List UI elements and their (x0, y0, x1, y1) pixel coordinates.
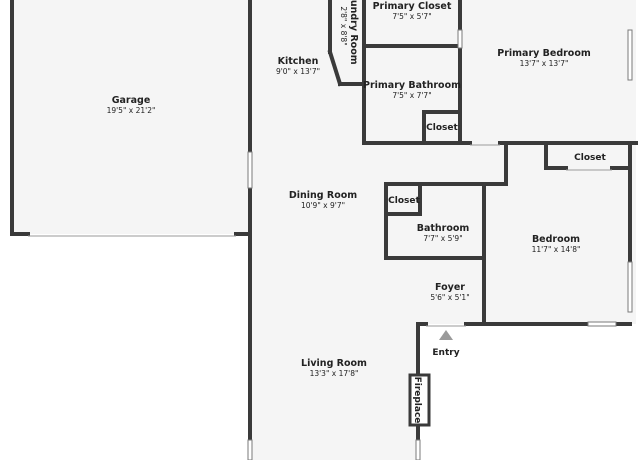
living-left-window (247, 439, 253, 460)
bathroom-dims: 7'7" x 5'9" (423, 234, 462, 243)
floor-fills (12, 0, 636, 460)
main-floor (250, 0, 636, 143)
garage-doorway (247, 151, 253, 189)
laundry-name: Laundry Room (348, 0, 359, 65)
foyer-name: Foyer (435, 282, 465, 293)
window-bedroom-bottom (587, 321, 617, 327)
window-right-top (627, 29, 633, 81)
kitchen-name: Kitchen (278, 56, 319, 67)
openings (28, 29, 633, 460)
garage-name: Garage (112, 95, 151, 106)
fireplace (408, 373, 431, 427)
closet-bath-name: Closet (426, 123, 458, 133)
primary-bedroom-name: Primary Bedroom (497, 48, 591, 59)
primary-bedroom-door (457, 29, 463, 49)
primary-closet-name: Primary Closet (373, 1, 452, 12)
triangle-up-icon (439, 330, 453, 340)
kitchen-dims: 9'0" x 13'7" (276, 67, 320, 76)
closet-bedroom-name: Closet (574, 153, 606, 163)
living-dims: 13'3" x 17'8" (310, 369, 359, 378)
bedroom-dims: 11'7" x 14'8" (532, 245, 581, 254)
window-right-bottom (627, 261, 633, 313)
living-floor (250, 324, 418, 460)
primary-bathroom-name: Primary Bathroom (363, 80, 461, 91)
primary-bedroom-dims: 13'7" x 13'7" (520, 59, 569, 68)
garage-floor (12, 0, 250, 234)
laundry-dims: 2'8" x 8'8" (339, 6, 348, 45)
fireplace-label: Fireplace (412, 377, 422, 424)
center-floor (250, 143, 636, 324)
living-name: Living Room (301, 358, 367, 369)
laundry-diagonal-wall (327, 49, 343, 87)
primary-closet-dims: 7'5" x 5'7" (392, 12, 431, 21)
garage-dims: 19'5" x 21'2" (107, 106, 156, 115)
primary-bathroom-dims: 7'5" x 7'7" (392, 91, 431, 100)
bathroom-name: Bathroom (417, 223, 470, 234)
room-labels: Garage 19'5" x 21'2" Laundry Room 2'8" x… (107, 0, 607, 378)
dining-name: Dining Room (289, 190, 357, 201)
entry-label: Entry (432, 348, 459, 358)
dining-dims: 10'9" x 9'7" (301, 201, 345, 210)
living-right-window (415, 439, 421, 460)
closet-hall-name: Closet (388, 196, 420, 206)
bedroom-name: Bedroom (532, 234, 580, 245)
foyer-dims: 5'6" x 5'1" (430, 293, 469, 302)
